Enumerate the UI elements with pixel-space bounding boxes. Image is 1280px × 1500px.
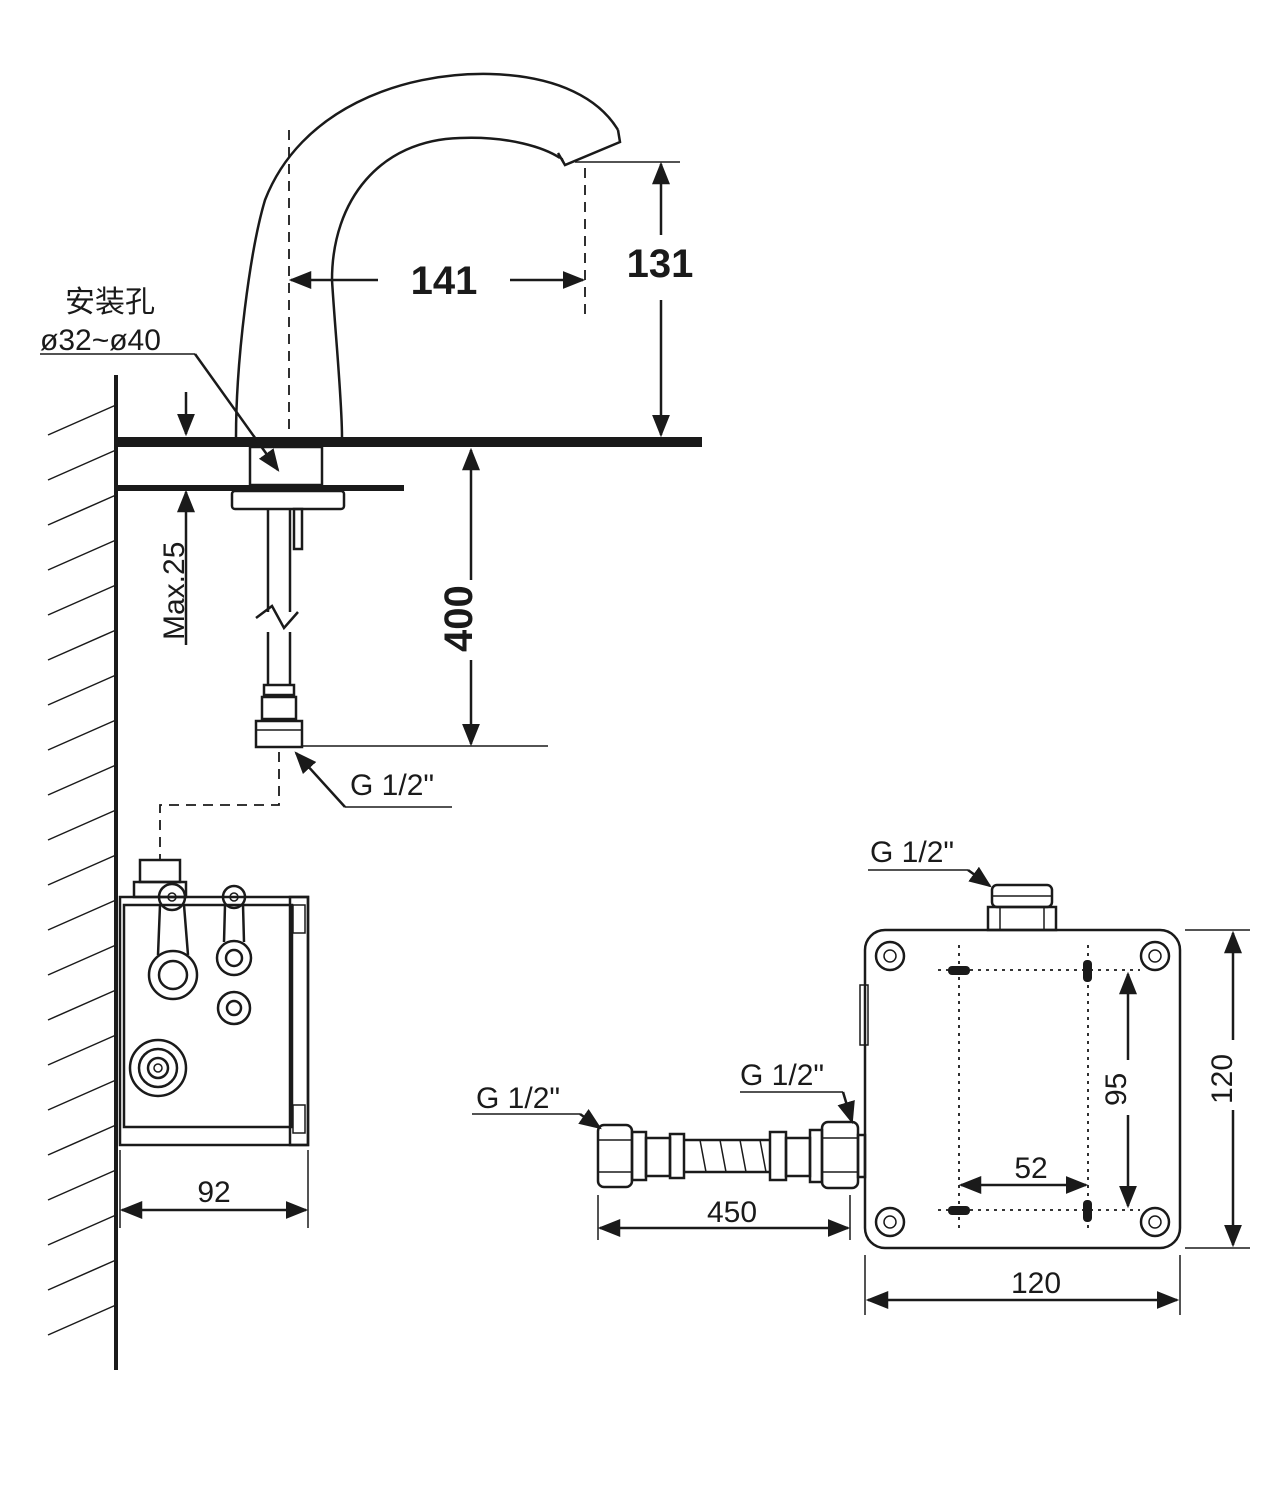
box-top-thread-label: G 1/2" xyxy=(870,836,954,869)
wall xyxy=(47,375,118,1370)
box-width-label: 120 xyxy=(1011,1267,1061,1300)
mount-hole-title: 安装孔 xyxy=(65,285,155,320)
hose-out-thread-note: G 1/2" xyxy=(740,1059,855,1125)
hose-out-thread-label: G 1/2" xyxy=(740,1059,824,1092)
hose-in-thread-note: G 1/2" xyxy=(472,1082,602,1130)
box-top-thread-note: G 1/2" xyxy=(868,836,992,888)
max-deck-label: Max.25 xyxy=(158,542,191,640)
hole-spacing-h-label: 52 xyxy=(1014,1152,1047,1185)
inlet-thread-note: G 1/2" xyxy=(294,751,452,808)
inlet-thread-label: G 1/2" xyxy=(350,769,434,802)
hose-450-label: 450 xyxy=(707,1196,757,1229)
dim-hose-400: 400 xyxy=(302,447,548,747)
connection-line xyxy=(159,752,280,860)
box-height-label: 120 xyxy=(1206,1054,1239,1104)
countertop xyxy=(118,437,702,491)
box-depth-label: 92 xyxy=(197,1176,230,1209)
dim-spout-height: 131 xyxy=(627,161,694,438)
dim-box-height: 120 xyxy=(1185,929,1250,1249)
hose xyxy=(596,1120,867,1190)
dim-hose-450: 450 xyxy=(597,1195,851,1240)
spout-reach-label: 141 xyxy=(411,259,478,303)
faucet xyxy=(230,72,680,749)
dim-hole-spacing-v: 95 xyxy=(1100,971,1137,1209)
control-box-front xyxy=(859,883,1182,1250)
dim-box-depth: 92 xyxy=(119,1150,309,1228)
dim-box-width: 120 xyxy=(864,1255,1181,1315)
mount-hole-note: 安装孔 ø32~ø40 xyxy=(40,285,280,472)
spout-height-label: 131 xyxy=(627,242,694,286)
mount-hole-range: ø32~ø40 xyxy=(40,324,161,357)
hose-length-label: 400 xyxy=(437,585,481,652)
hose-in-thread-label: G 1/2" xyxy=(476,1082,560,1115)
dim-max-deck: Max.25 xyxy=(158,392,195,645)
control-box-side xyxy=(118,858,310,1147)
hole-spacing-v-label: 95 xyxy=(1100,1073,1133,1106)
dim-spout-reach: 141 xyxy=(288,259,586,303)
dim-hole-spacing-h: 52 xyxy=(958,1152,1089,1194)
